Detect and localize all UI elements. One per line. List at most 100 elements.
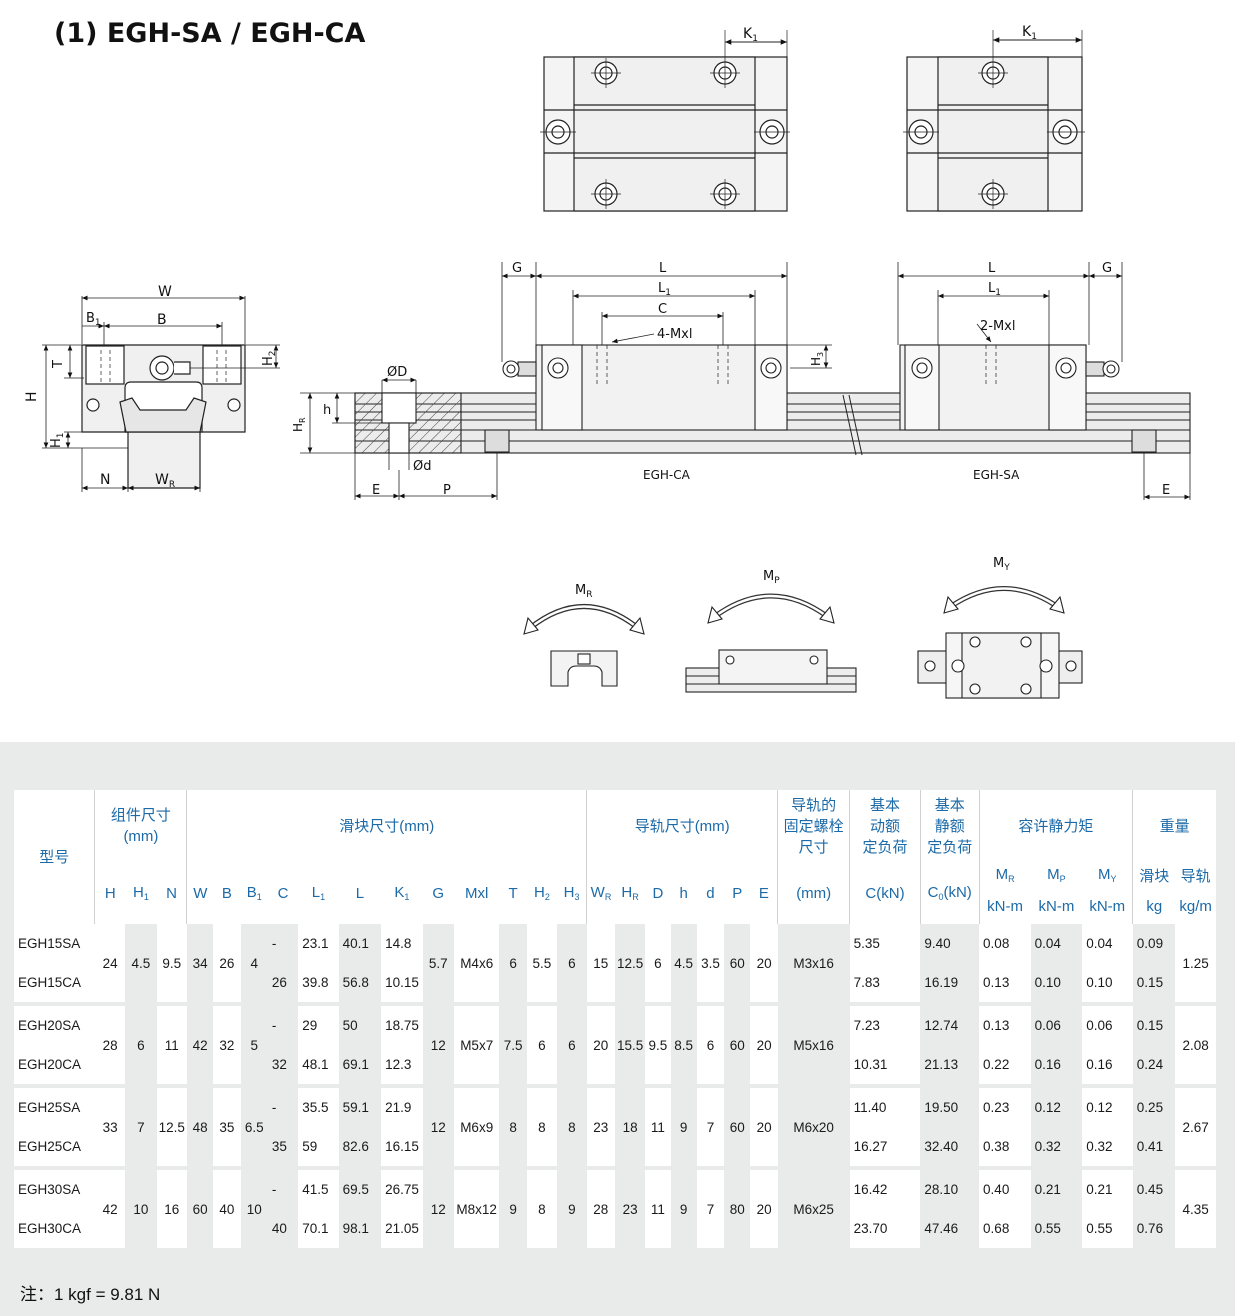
moment-mp-icon	[685, 593, 857, 693]
th-H2: H2	[526, 862, 558, 924]
cell-MY: 0.32	[1082, 1127, 1133, 1168]
cell-W: 60	[186, 1166, 214, 1248]
th-unit-kgm: kg/m	[1175, 888, 1216, 924]
cell-model: EGH25SA	[14, 1084, 95, 1127]
mp-label: MP	[763, 569, 780, 586]
cell-L1: 48.1	[298, 1045, 339, 1086]
cell-C0-kn: 21.13	[920, 1045, 980, 1086]
cell-B: 35	[213, 1084, 241, 1168]
cell-C0-kn: 28.10	[920, 1166, 980, 1209]
th-block: 滑块尺寸(mm)	[186, 787, 587, 862]
cell-H1: 7	[125, 1084, 157, 1168]
cell-H1: 6	[125, 1002, 157, 1086]
cell-H3: 8	[557, 1084, 587, 1168]
b-label: B	[157, 312, 167, 328]
e-label: E	[372, 483, 380, 498]
k1-label-left: K1	[743, 26, 758, 44]
cell-HR: 18	[614, 1084, 646, 1168]
cell-L1: 70.1	[298, 1209, 339, 1248]
cell-d: 6	[696, 1002, 725, 1086]
h3-label: H3	[809, 352, 825, 366]
cell-MR: 0.38	[979, 1127, 1031, 1168]
cell-H: 28	[94, 1002, 126, 1086]
n-label: N	[100, 472, 110, 488]
cell-Mxl: M5x7	[453, 1002, 500, 1086]
cell-C0-kn: 47.46	[920, 1209, 980, 1248]
page-title: (1) EGH-SA / EGH-CA	[54, 18, 366, 49]
cell-L: 82.6	[338, 1127, 382, 1168]
cell-L: 50	[338, 1002, 382, 1045]
h2-label: H2	[261, 350, 278, 366]
th-D: D	[645, 862, 671, 924]
th-rail-weight: 导轨	[1175, 862, 1216, 888]
cell-block-kg: 0.15	[1132, 1002, 1176, 1045]
cell-MR: 0.13	[979, 963, 1031, 1004]
cell-L: 56.8	[338, 963, 382, 1004]
cell-D: 9.5	[645, 1002, 671, 1086]
my-label: MY	[993, 556, 1010, 573]
th-bolt: 导轨的固定螺栓尺寸	[777, 787, 850, 862]
th-bolt-unit: (mm)	[777, 862, 850, 924]
cell-bolt: M5x16	[777, 1002, 850, 1086]
e-label-right: E	[1162, 483, 1170, 498]
th-N: N	[156, 862, 187, 924]
cell-bolt: M6x25	[777, 1166, 850, 1248]
cell-MY: 0.06	[1082, 1002, 1133, 1045]
th-d: d	[696, 862, 725, 924]
od-small-label: Ød	[413, 459, 431, 474]
cell-H2: 5.5	[526, 924, 558, 1004]
cell-WR: 15	[586, 924, 615, 1004]
cell-L1: 41.5	[298, 1166, 339, 1209]
p-label: P	[443, 483, 451, 498]
th-unit-my: kN-m	[1082, 888, 1133, 924]
cell-MY: 0.21	[1082, 1166, 1133, 1209]
mxl4-label: 4-Mxl	[657, 327, 692, 342]
cell-B1: 5	[240, 1002, 268, 1086]
th-model: 型号	[14, 787, 95, 924]
cell-H3: 9	[557, 1166, 587, 1248]
th-unit-mr: kN-m	[978, 888, 1031, 924]
cell-H: 33	[94, 1084, 126, 1168]
cell-Mxl: M8x12	[453, 1166, 500, 1248]
cell-H3: 6	[557, 924, 587, 1004]
moment-my-icon	[917, 586, 1083, 699]
cell-C: 40	[267, 1209, 299, 1248]
cell-K1: 21.9	[381, 1084, 423, 1127]
th-L: L	[338, 862, 382, 924]
cell-C: 26	[267, 963, 299, 1004]
cell-rail-kgm: 4.35	[1175, 1166, 1216, 1248]
top-view-ca	[543, 56, 788, 212]
cell-T: 8	[499, 1084, 527, 1168]
th-G: G	[422, 862, 454, 924]
c-label: C	[658, 302, 667, 317]
th-L1: L1	[298, 862, 339, 924]
cell-MP: 0.04	[1030, 924, 1083, 963]
side-view	[354, 344, 1191, 456]
cell-MR: 0.40	[979, 1166, 1031, 1209]
cell-MR: 0.08	[979, 924, 1031, 963]
cell-K1: 12.3	[381, 1045, 423, 1086]
cell-B1: 6.5	[240, 1084, 268, 1168]
cell-C-kn: 7.83	[849, 963, 921, 1004]
th-WR: WR	[586, 862, 615, 924]
moment-mr-icon	[523, 604, 645, 687]
hr-label: HR	[291, 417, 307, 432]
cell-bolt: M6x20	[777, 1084, 850, 1168]
cell-L1: 29	[298, 1002, 339, 1045]
cell-HR: 15.5	[614, 1002, 646, 1086]
cell-G: 12	[422, 1002, 454, 1086]
cell-P: 80	[724, 1166, 751, 1248]
th-static: 基本静额定负荷	[919, 787, 980, 862]
cell-h: 9	[670, 1166, 697, 1248]
cell-MP: 0.21	[1030, 1166, 1083, 1209]
h-small-label: h	[323, 403, 331, 418]
cell-C0-kn: 32.40	[920, 1127, 980, 1168]
mr-label: MR	[575, 583, 592, 600]
unit-note: 注：1 kgf = 9.81 N	[20, 1285, 161, 1304]
cell-C-kn: 11.40	[849, 1084, 921, 1127]
